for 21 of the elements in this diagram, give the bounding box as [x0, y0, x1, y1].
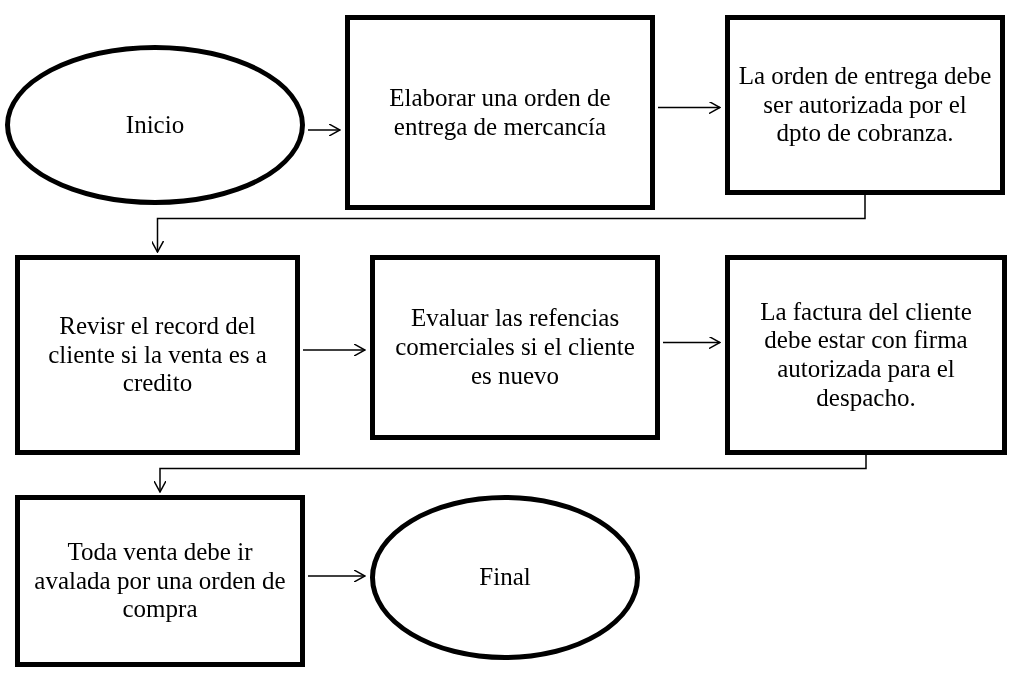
node-text: Revisr el record del cliente si la venta es a credito [47, 311, 268, 399]
arrow [662, 335, 721, 350]
node-text: La orden de entrega debe ser autorizada por el dpto de cobranza. [738, 61, 992, 149]
process-box [15, 255, 300, 455]
arrow [657, 100, 721, 115]
arrow [307, 123, 341, 137]
process-box [15, 495, 305, 667]
process-box [370, 255, 660, 440]
node-text: Toda venta debe ir avalada por una orden de compra [33, 537, 287, 625]
node-text: La factura del cliente debe estar con firma autorizada para el despacho. [759, 297, 973, 413]
arrow [302, 343, 366, 357]
node-text: Evaluar las refencias comerciales si el cliente es nuevo [394, 304, 636, 391]
arrow [153, 454, 867, 493]
process-box [725, 15, 1005, 195]
process-box [725, 255, 1007, 455]
node-text: Inicio [125, 110, 185, 140]
process-box [345, 15, 655, 210]
arrow [307, 569, 366, 583]
node-text: Final [479, 563, 531, 592]
arrow [150, 194, 866, 253]
node-text: Elaborar una orden de entrega de mercancía [388, 83, 612, 142]
